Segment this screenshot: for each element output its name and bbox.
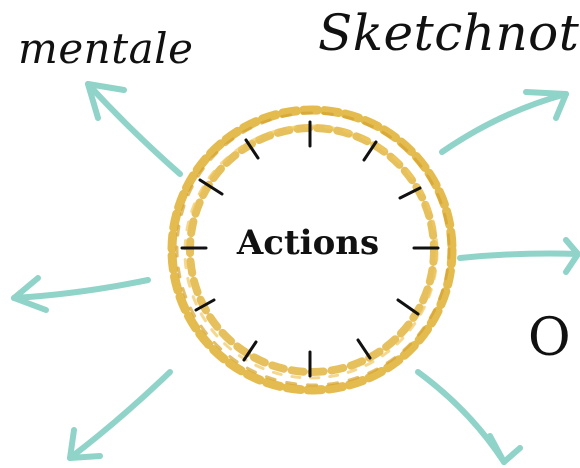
branch-label-top-right: Sketchnotes	[318, 4, 580, 62]
tick-7	[242, 340, 258, 362]
arrow-top-right	[439, 89, 569, 155]
tick-10	[198, 178, 224, 196]
tick-1	[362, 140, 378, 162]
branch-label-right-partial: O	[528, 308, 571, 368]
arrow-bottom-right	[415, 369, 523, 465]
branch-label-top-left: mentale	[18, 24, 194, 73]
branch-arrows	[11, 81, 580, 465]
tick-8	[194, 298, 216, 312]
ring-ticks	[180, 120, 440, 378]
tick-2	[398, 186, 422, 200]
center-ring	[167, 105, 457, 395]
outer-ring-shade	[175, 111, 451, 387]
arrow-top-left	[85, 81, 183, 177]
tick-11	[244, 138, 260, 160]
inner-ring	[186, 124, 438, 376]
tick-5	[356, 338, 372, 360]
arrow-right	[457, 237, 580, 275]
tick-4	[396, 298, 420, 316]
outer-ring	[167, 105, 457, 395]
center-label: Actions	[236, 223, 380, 263]
arrow-left	[11, 275, 151, 313]
arrow-bottom-left	[67, 369, 173, 461]
